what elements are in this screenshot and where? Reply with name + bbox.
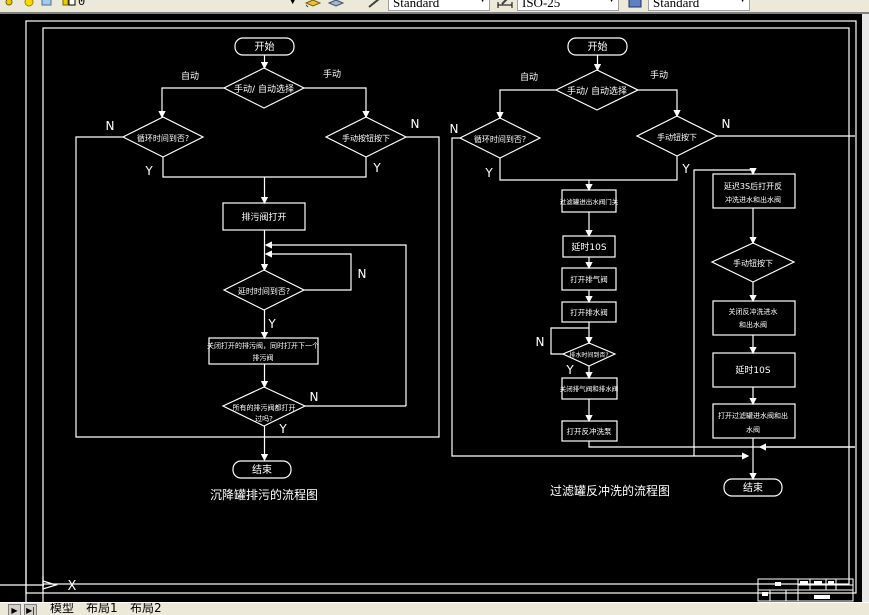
text-style-select[interactable]: Standard ▼ <box>388 0 490 11</box>
dim-style-value: ISO-25 <box>522 0 561 10</box>
left-manual-label: 手动 <box>323 68 341 80</box>
inner-border <box>42 27 850 585</box>
left-start-text: 开始 <box>255 40 275 53</box>
right-manual-step2-box[interactable] <box>712 300 796 336</box>
left-all-no-label: N <box>310 390 319 404</box>
right-manual-label: 手动 <box>650 69 668 81</box>
layer-name[interactable]: 0 <box>78 0 86 9</box>
right-cycle-text: 循环时间到否? <box>474 134 526 144</box>
right-step3-text: 打开排气阀 <box>570 274 608 284</box>
left-end-terminal[interactable] <box>232 460 292 479</box>
left-timer-yes-label: Y <box>267 317 276 331</box>
right-step6-text: 打开反冲洗泵 <box>567 426 612 436</box>
right-drain-text: 排水时间到否? <box>569 351 608 359</box>
right-manual-no-label: N <box>722 117 731 131</box>
right-cycle-yes-label: Y <box>484 166 493 180</box>
left-all-opened-text-1: 所有的排污阀都打开 <box>233 403 296 412</box>
dim-style-select[interactable]: ISO-25 ▼ <box>517 0 619 11</box>
left-all-opened-text-2: 过吗? <box>255 414 273 423</box>
layer-previous-icon[interactable] <box>327 0 345 8</box>
tab-layout1[interactable]: 布局1 <box>86 602 118 615</box>
tab-model[interactable]: 模型 <box>50 602 75 615</box>
left-manual-no-label: N <box>411 117 420 131</box>
right-manual-text: 手动钮按下 <box>657 132 697 142</box>
left-mode-decision[interactable] <box>222 67 306 109</box>
right-manual-step1-text-1: 延迟3S后打开反 <box>724 181 782 191</box>
title-block <box>757 578 854 602</box>
next-tab-button[interactable]: ▶ <box>8 604 21 615</box>
right-mode-decision[interactable] <box>554 69 640 111</box>
left-all-yes-label: Y <box>278 422 287 436</box>
right-drain-yes-label: Y <box>565 363 574 377</box>
right-manual-step3-text: 延时10S <box>735 364 770 376</box>
left-close-open-box[interactable] <box>208 337 319 365</box>
ucs-x-label: X <box>68 579 77 594</box>
left-cycle-text: 循环时间到否? <box>137 133 189 143</box>
last-tab-button[interactable]: ▶| <box>24 604 37 615</box>
right-step5-text: 关闭排气阀和排水阀 <box>560 384 619 393</box>
toolbar: 0 ▼ Standard ▼ ISO-25 ▼ Standard ▼ <box>0 0 869 14</box>
right-manual-step2-text-2: 和出水阀 <box>739 320 767 329</box>
right-manual-step4-text-1: 打开过滤罐进水阀和出 <box>718 411 788 420</box>
layer-dropdown-arrow-icon[interactable]: ▼ <box>290 0 296 7</box>
chevron-down-icon: ▼ <box>479 0 486 4</box>
right-manual-yes-label: Y <box>681 162 690 176</box>
table-style-value: Standard <box>653 0 700 10</box>
outer-border <box>25 20 857 594</box>
right-drain-no-label: N <box>536 335 545 349</box>
right-manual-step2-text-1: 关闭反冲洗进水 <box>729 307 778 316</box>
lightbulb-icon[interactable] <box>2 0 16 8</box>
left-open-valve-text: 排污阀打开 <box>241 211 286 223</box>
left-flowchart: 开始 手动/ 自动选择 自动 手动 循环时间到否? 手动按钮按下 N N Y Y… <box>75 37 440 502</box>
layer-states-icon[interactable] <box>304 0 322 8</box>
right-start-text: 开始 <box>588 40 608 53</box>
right-manual-check-text: 手动钮按下 <box>733 258 773 268</box>
left-mode-text: 手动/ 自动选择 <box>234 83 294 95</box>
right-auto-label: 自动 <box>520 71 538 83</box>
sun-icon[interactable] <box>22 0 36 8</box>
text-style-value: Standard <box>393 0 440 10</box>
right-end-text: 结束 <box>743 481 763 494</box>
right-manual-step1-box[interactable] <box>712 173 796 209</box>
vertical-scrollbar[interactable] <box>862 14 869 602</box>
right-manual-step3-box[interactable] <box>712 352 796 388</box>
drawing-canvas[interactable]: 开始 手动/ 自动选择 自动 手动 循环时间到否? 手动按钮按下 N N Y Y… <box>0 14 862 602</box>
right-step4-text: 打开排水阀 <box>570 307 608 317</box>
left-end-text: 结束 <box>252 463 272 476</box>
right-flowchart-title: 过滤罐反冲洗的流程图 <box>550 483 670 498</box>
left-timer-text: 延时时间到否? <box>238 286 290 296</box>
left-manual-yes-label: Y <box>372 161 381 175</box>
left-close-open-text-2: 排污阀 <box>253 353 274 362</box>
layout-tab-bar: ▶ ▶| 模型 布局1 布局2 <box>0 602 869 615</box>
right-step2-text: 延时10S <box>571 241 606 253</box>
layer-lock-icon[interactable] <box>40 0 54 8</box>
left-close-open-text-1: 关闭打开的排污阀，同时打开下一个 <box>207 341 319 350</box>
left-manual-text: 手动按钮按下 <box>342 133 390 143</box>
right-manual-step1-text-2: 冲洗进水和出水阀 <box>725 195 781 204</box>
left-auto-label: 自动 <box>181 70 199 82</box>
ucs-icon: X <box>0 560 77 602</box>
dim-style-icon[interactable] <box>497 0 513 8</box>
right-flowchart: 开始 手动/ 自动选择 自动 手动 循环时间到否? 手动钮按下 N N Y Y … <box>450 37 855 498</box>
text-style-icon[interactable] <box>367 0 381 8</box>
table-style-icon[interactable] <box>628 0 642 8</box>
right-manual-step4-text-2: 水阀 <box>746 425 760 434</box>
chevron-down-icon: ▼ <box>739 0 746 4</box>
right-manual-step4-box[interactable] <box>712 403 796 439</box>
left-cycle-no-label: N <box>106 119 115 133</box>
color-swatch-icon[interactable] <box>62 0 76 8</box>
left-flowchart-title: 沉降罐排污的流程图 <box>210 487 318 502</box>
right-step1-text: 过滤罐进出水阀门关 <box>560 197 619 206</box>
left-timer-no-label: N <box>358 267 367 281</box>
left-cycle-yes-label: Y <box>144 164 153 178</box>
right-mode-text: 手动/ 自动选择 <box>567 85 627 97</box>
right-cycle-no-label: N <box>450 122 459 136</box>
table-style-select[interactable]: Standard ▼ <box>648 0 750 11</box>
right-end-terminal[interactable] <box>723 478 783 497</box>
tab-layout2[interactable]: 布局2 <box>130 602 162 615</box>
chevron-down-icon: ▼ <box>608 0 615 4</box>
